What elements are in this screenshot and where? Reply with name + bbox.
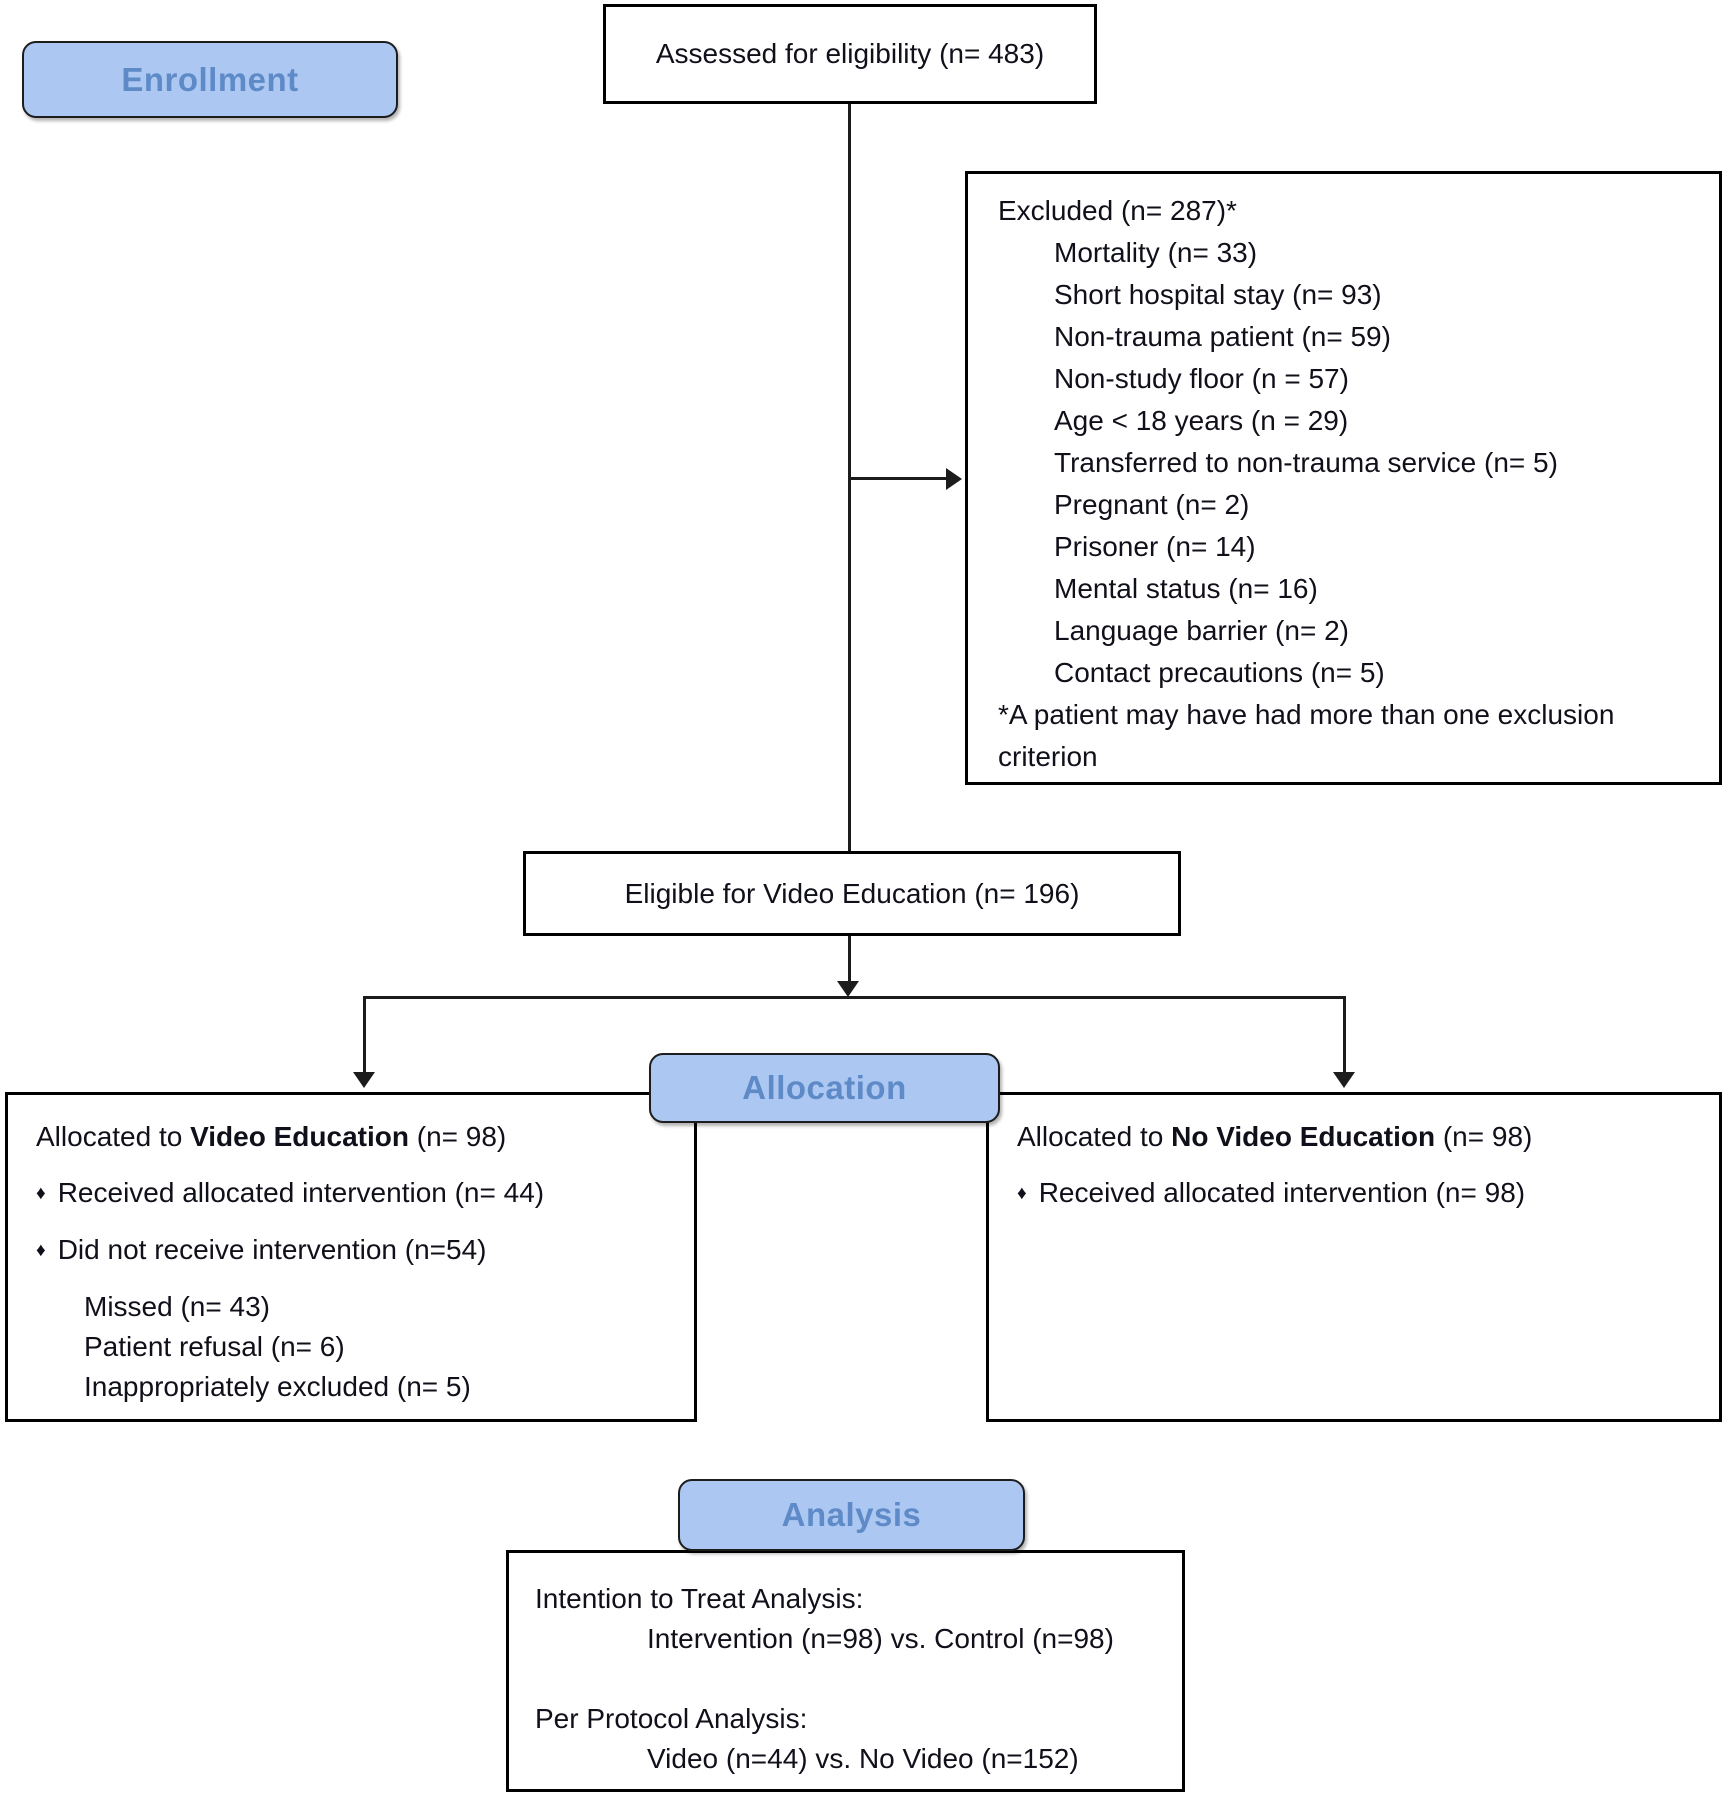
eligible-box: Eligible for Video Education (n= 196) — [523, 851, 1181, 936]
excluded-content: Excluded (n= 287)* Mortality (n= 33) Sho… — [968, 174, 1719, 778]
allocated-no-video-bullet-received: ♦Received allocated intervention (n= 98) — [1017, 1173, 1705, 1214]
branch-line — [363, 996, 1345, 999]
arrowhead-no-video-icon — [1333, 1072, 1355, 1088]
analysis-stage-badge: Analysis — [678, 1479, 1025, 1551]
excluded-item: Language barrier (n= 2) — [1054, 615, 1349, 646]
diamond-bullet-icon: ♦ — [1017, 1183, 1027, 1204]
allocated-video-bullet-received: ♦Received allocated intervention (n= 44) — [36, 1173, 680, 1214]
diamond-bullet-icon: ♦ — [36, 1183, 46, 1204]
assessed-text: Assessed for eligibility (n= 483) — [655, 38, 1045, 69]
assessed-box: Assessed for eligibility (n= 483) — [603, 4, 1097, 104]
excluded-footnote: *A patient may have had more than one ex… — [998, 699, 1615, 772]
excluded-item: Mental status (n= 16) — [1054, 573, 1318, 604]
connector-branch-to-no-video — [1343, 996, 1346, 1074]
excluded-item: Mortality (n= 33) — [1054, 237, 1258, 268]
itt-detail: Intervention (n=98) vs. Control (n=98) — [647, 1623, 1114, 1654]
excluded-item: Non-study floor (n = 57) — [1054, 363, 1349, 394]
allocated-video-title: Allocated to Video Education (n= 98) — [36, 1121, 507, 1152]
eligible-text: Eligible for Video Education (n= 196) — [624, 877, 1080, 909]
connector-branch-to-video — [363, 996, 366, 1074]
arrowhead-video-icon — [353, 1072, 375, 1088]
allocation-stage-badge: Allocation — [649, 1053, 1000, 1123]
connector-to-excluded — [848, 477, 948, 480]
enrollment-stage-badge: Enrollment — [22, 41, 398, 118]
connector-eligible-to-branch — [848, 936, 851, 984]
pp-detail: Video (n=44) vs. No Video (n=152) — [647, 1743, 1079, 1774]
diamond-bullet-icon: ♦ — [36, 1240, 46, 1261]
excluded-item: Age < 18 years (n = 29) — [1054, 405, 1349, 436]
arrowhead-excluded-icon — [946, 468, 962, 490]
sub-item: Missed (n= 43) — [84, 1291, 270, 1322]
excluded-item: Prisoner (n= 14) — [1054, 531, 1256, 562]
itt-label: Intention to Treat Analysis: — [535, 1583, 864, 1614]
arrowhead-branch-icon — [837, 981, 859, 997]
excluded-title: Excluded (n= 287)* — [998, 195, 1237, 226]
analysis-stage-label: Analysis — [781, 1496, 922, 1533]
allocated-video-bullet-not-received: ♦Did not receive intervention (n=54) — [36, 1230, 680, 1271]
pp-label: Per Protocol Analysis: — [535, 1703, 808, 1734]
allocation-stage-label: Allocation — [742, 1069, 907, 1106]
allocated-no-video-content: Allocated to No Video Education (n= 98) … — [989, 1095, 1719, 1214]
analysis-box: Intention to Treat Analysis: Interventio… — [506, 1550, 1185, 1792]
sub-item: Patient refusal (n= 6) — [84, 1331, 345, 1362]
allocated-video-content: Allocated to Video Education (n= 98) ♦Re… — [8, 1095, 694, 1407]
excluded-item: Contact precautions (n= 5) — [1054, 657, 1385, 688]
excluded-item: Transferred to non-trauma service (n= 5) — [1054, 447, 1558, 478]
enrollment-stage-label: Enrollment — [121, 60, 299, 98]
excluded-item: Pregnant (n= 2) — [1054, 489, 1250, 520]
sub-item: Inappropriately excluded (n= 5) — [84, 1371, 471, 1402]
allocated-no-video-box: Allocated to No Video Education (n= 98) … — [986, 1092, 1722, 1422]
excluded-item: Non-trauma patient (n= 59) — [1054, 321, 1391, 352]
allocated-video-box: Allocated to Video Education (n= 98) ♦Re… — [5, 1092, 697, 1422]
analysis-content: Intention to Treat Analysis: Interventio… — [509, 1553, 1182, 1779]
excluded-box: Excluded (n= 287)* Mortality (n= 33) Sho… — [965, 171, 1722, 785]
allocated-no-video-title: Allocated to No Video Education (n= 98) — [1017, 1121, 1533, 1152]
allocated-video-sub-items: Missed (n= 43) Patient refusal (n= 6) In… — [84, 1287, 680, 1407]
analysis-gap — [535, 1659, 1168, 1699]
excluded-item: Short hospital stay (n= 93) — [1054, 279, 1382, 310]
